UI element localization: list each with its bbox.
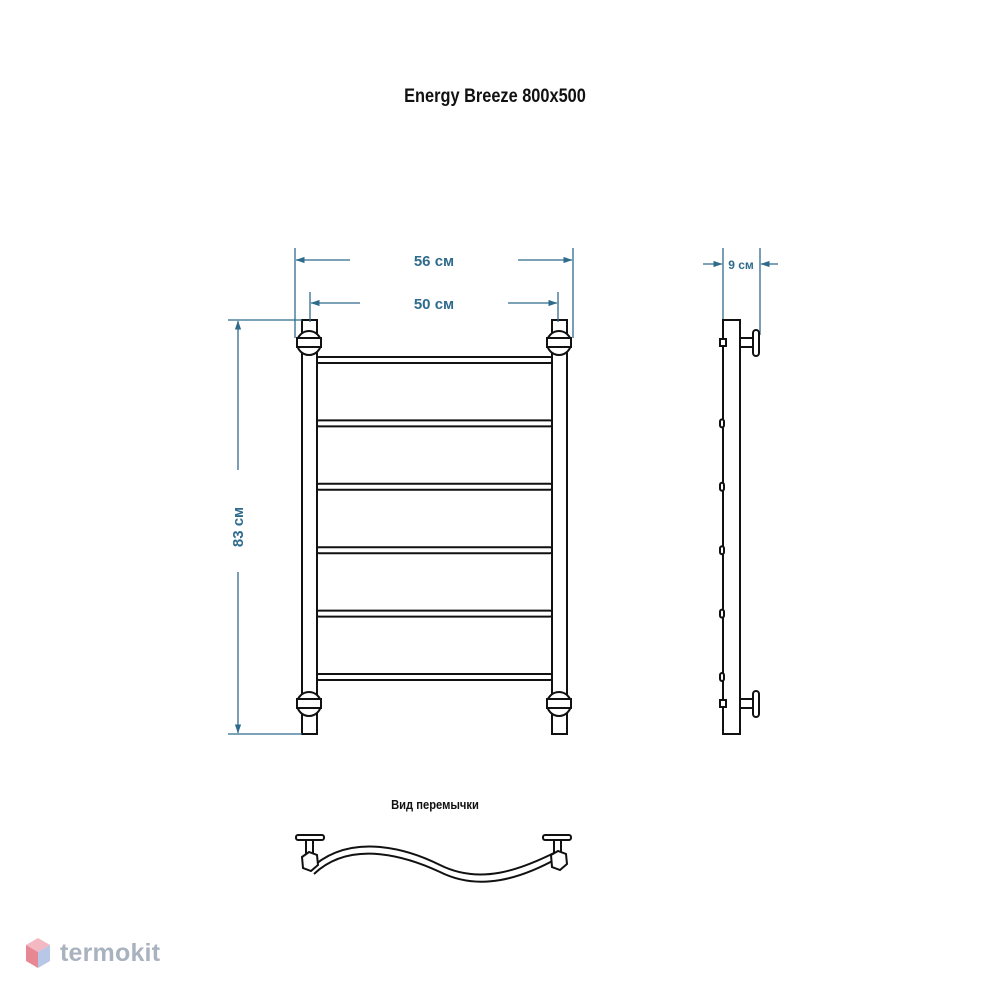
crossbar-curve xyxy=(308,845,557,876)
side-rung-end xyxy=(719,418,725,429)
dim-83-label: 83 см xyxy=(230,507,247,547)
dimension-lines xyxy=(228,248,778,735)
cube-icon xyxy=(26,938,50,968)
side-rung-ends xyxy=(719,418,725,682)
mount-bottom-left xyxy=(296,691,322,717)
side-rung-end xyxy=(719,672,725,682)
left-pipe xyxy=(301,319,318,735)
rung xyxy=(315,482,554,491)
rung xyxy=(315,546,554,555)
rung xyxy=(315,356,554,364)
mount-bottom-right xyxy=(546,691,572,717)
brand-logo: termokit xyxy=(24,936,160,970)
rung xyxy=(315,673,554,681)
dim-9-label: 9 см xyxy=(728,258,754,272)
side-pipe xyxy=(722,319,741,735)
logo-text: termokit xyxy=(60,938,161,967)
rungs xyxy=(315,356,554,681)
rung xyxy=(315,609,554,618)
side-rung-end xyxy=(719,545,725,556)
dim-56-label: 56 см xyxy=(414,253,454,270)
front-view xyxy=(296,319,572,735)
crossbar-view xyxy=(295,834,572,883)
right-pipe xyxy=(551,319,568,735)
dim-50-label: 50 см xyxy=(414,296,454,313)
crossbar-caption: Вид перемычки xyxy=(391,797,479,812)
mount-top-left xyxy=(296,330,322,356)
diagram-title: Energy Breeze 800x500 xyxy=(404,86,586,107)
mount-top-right xyxy=(546,330,572,356)
side-rung-end xyxy=(719,481,725,492)
side-view xyxy=(719,319,760,735)
rung xyxy=(315,419,554,428)
side-rung-end xyxy=(719,608,725,619)
